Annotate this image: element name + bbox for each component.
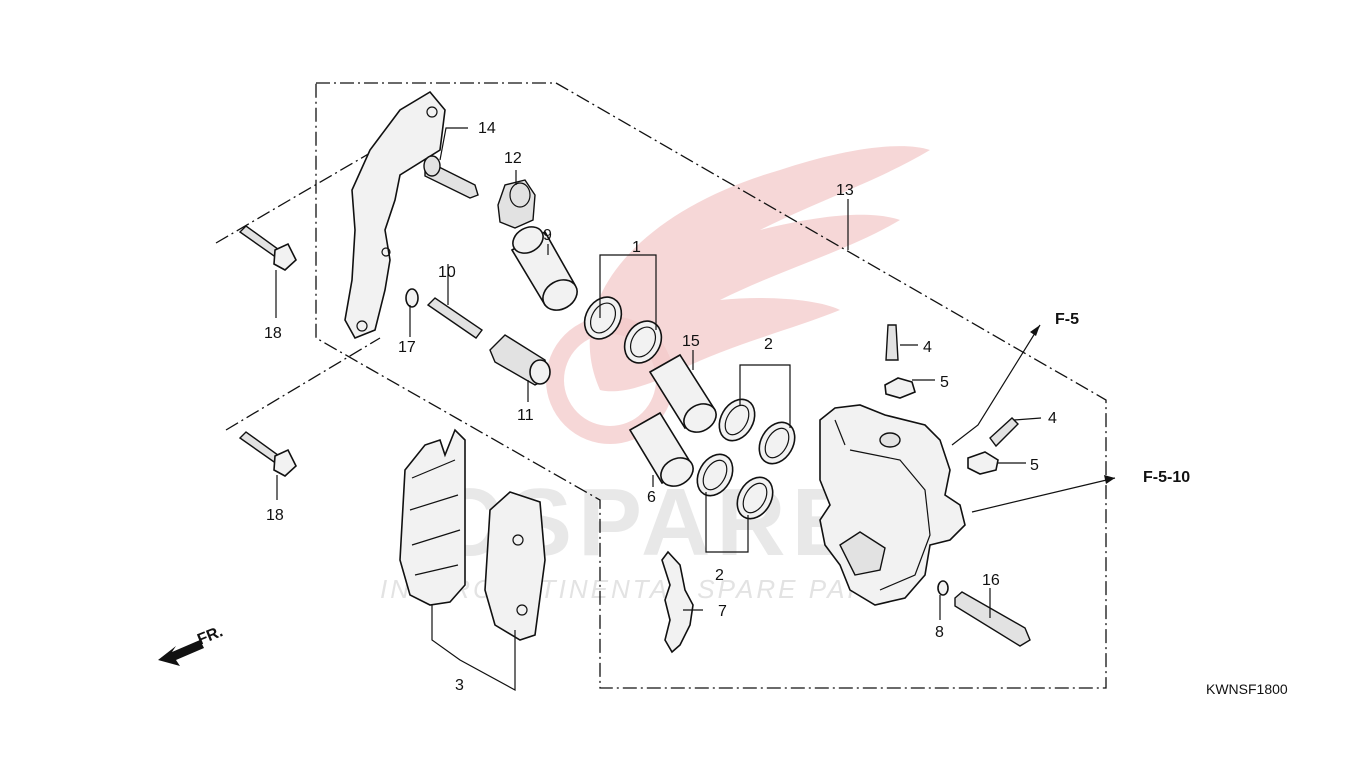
- piston-6: [628, 411, 694, 487]
- label-14: 14: [478, 120, 496, 137]
- drawing-code: KWNSF1800: [1206, 681, 1288, 697]
- label-6: 6: [647, 489, 656, 506]
- pad-pin: [954, 591, 1031, 647]
- watermark-tagline: INTERCONTINENTAL SPARE PARTS: [380, 574, 908, 604]
- label-10: 10: [438, 264, 456, 281]
- caliper-assembly-outline: [315, 82, 1107, 689]
- part-labels: 1 2 2 3 4 4 5 5 6 7 8 9 10 11 12 13 14 1…: [264, 120, 1057, 694]
- label-2-lower: 2: [715, 567, 724, 584]
- label-1: 1: [632, 239, 641, 256]
- arrow-icon: [158, 640, 204, 666]
- guide-pin: [426, 297, 483, 339]
- bleeder-right: [989, 417, 1019, 448]
- label-3: 3: [455, 677, 464, 694]
- bleeder-upper: [885, 324, 899, 361]
- piston-seals-2-upper: [718, 398, 796, 465]
- caliper-body: [819, 404, 966, 606]
- label-13: 13: [836, 182, 854, 199]
- label-15: 15: [682, 333, 700, 350]
- label-5-right: 5: [1030, 457, 1039, 474]
- front-label: FR.: [195, 623, 225, 648]
- bracket-bolt-guide-lower: [225, 337, 381, 431]
- label-16: 16: [982, 572, 1000, 589]
- assembly-outlines: [215, 82, 1107, 689]
- reference-f5-10[interactable]: F-5-10: [1143, 469, 1190, 486]
- label-11: 11: [517, 407, 534, 424]
- sleeve: [510, 226, 578, 311]
- caliper-bracket: [344, 90, 479, 340]
- flange-bolt-lower: [238, 431, 297, 477]
- label-4-right: 4: [1048, 410, 1057, 427]
- pin-boot: [497, 179, 536, 229]
- flange-bolt-upper: [238, 225, 297, 271]
- sleeve-bolt: [489, 334, 551, 386]
- brake-pads: [399, 428, 546, 641]
- watermark-logo-wing: [589, 146, 930, 392]
- pad-spring: [661, 550, 694, 654]
- piston-seals-1: [583, 296, 663, 364]
- leader-lines: [275, 127, 1116, 692]
- piston-seals-2-lower: [696, 453, 774, 520]
- label-2-upper: 2: [764, 336, 773, 353]
- label-4-upper: 4: [923, 339, 932, 356]
- small-washer: [937, 580, 949, 596]
- label-17: 17: [398, 339, 416, 356]
- front-direction-arrow: FR.: [158, 623, 225, 666]
- bleeder-cap-right: [967, 451, 999, 475]
- reference-f5[interactable]: F-5: [1055, 311, 1079, 328]
- label-9: 9: [543, 227, 552, 244]
- piston-15: [648, 353, 717, 433]
- label-7: 7: [718, 603, 727, 620]
- label-8: 8: [935, 624, 944, 641]
- bracket-bolt-guide-upper: [215, 117, 431, 244]
- label-5-upper: 5: [940, 374, 949, 391]
- label-18-upper: 18: [264, 325, 282, 342]
- bleeder-cap-upper: [884, 377, 916, 399]
- washer: [405, 288, 419, 308]
- label-18-lower: 18: [266, 507, 284, 524]
- label-12: 12: [504, 150, 522, 167]
